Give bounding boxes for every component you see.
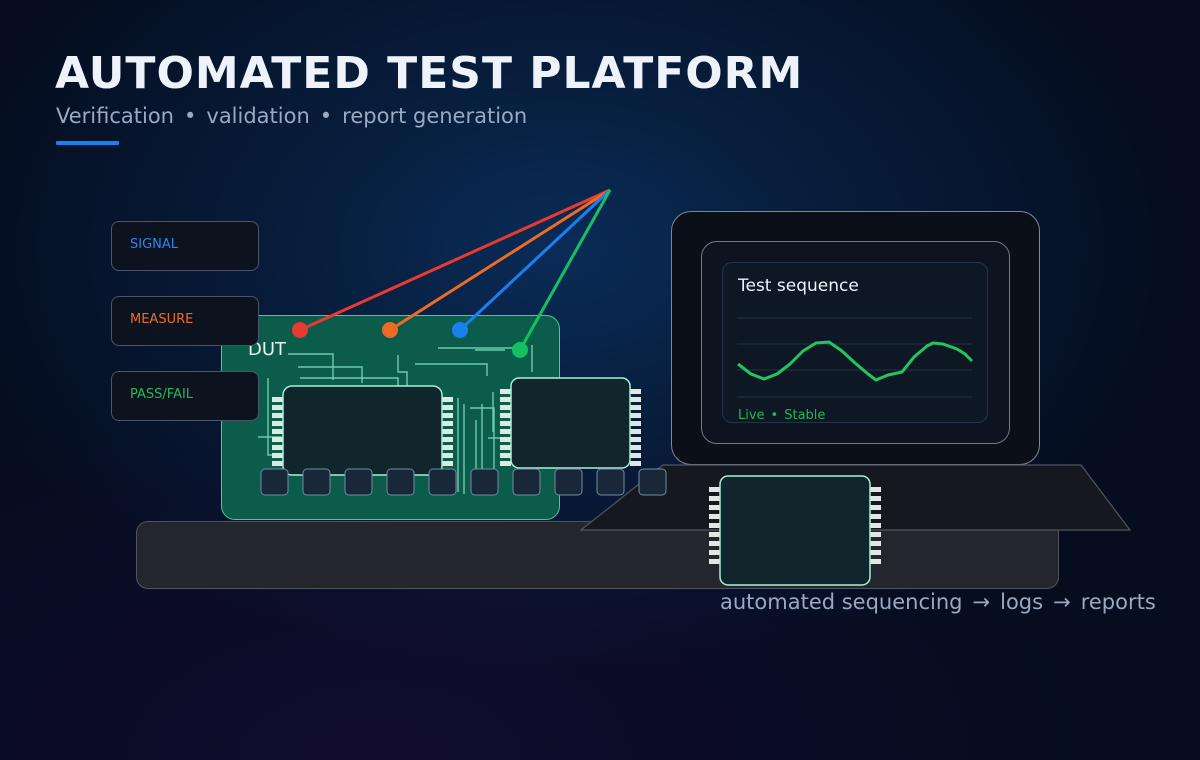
dut-chip-main: [272, 385, 453, 476]
tag-signal: SIGNAL: [111, 221, 259, 271]
status-live: Live: [738, 408, 765, 423]
tag-measure: MEASURE: [111, 296, 259, 346]
subtitle-item-verification: Verification: [56, 104, 174, 128]
bench-chip: [709, 475, 881, 586]
arrow-icon: →: [1053, 590, 1071, 614]
tag-pass-fail-label: PASS/FAIL: [130, 387, 194, 402]
caption-item-reports: reports: [1080, 590, 1156, 614]
screen-title: Test sequence: [738, 276, 859, 296]
caption-item-logs: logs: [1000, 590, 1044, 614]
status-stable: Stable: [784, 408, 826, 423]
probe-point-green: [512, 342, 528, 358]
arrow-icon: →: [972, 590, 991, 614]
subtitle-separator: •: [319, 104, 333, 128]
monitor-screen: [722, 262, 988, 423]
title-accent-line: [56, 141, 119, 145]
workflow-caption: automated sequencing → logs → reports: [720, 590, 1156, 614]
page-subtitle: Verification • validation • report generatio…: [56, 104, 527, 128]
probe-point-orange: [382, 322, 398, 338]
tag-pass-fail: PASS/FAIL: [111, 371, 259, 421]
waveform-trace: [737, 340, 974, 382]
tag-signal-label: SIGNAL: [130, 237, 179, 252]
dut-chip-secondary: [500, 377, 641, 469]
screen-status: Live • Stable: [738, 408, 825, 423]
dut-label: DUT: [248, 339, 287, 360]
connector-pads: [260, 468, 667, 496]
subtitle-separator: •: [184, 104, 197, 128]
tag-measure-label: MEASURE: [130, 312, 194, 327]
page-title: AUTOMATED TEST PLATFORM: [55, 48, 804, 99]
probe-wires: [299, 188, 612, 351]
probe-point-red: [292, 322, 308, 338]
probe-points: [292, 322, 528, 358]
subtitle-item-report-generation: report generation: [342, 104, 528, 128]
probe-point-blue: [452, 322, 468, 338]
status-separator: •: [770, 408, 779, 423]
subtitle-item-validation: validation: [206, 104, 310, 128]
test-bench: [136, 521, 1059, 589]
screen-gridlines: [737, 317, 972, 398]
caption-item-sequencing: automated sequencing: [720, 590, 963, 614]
